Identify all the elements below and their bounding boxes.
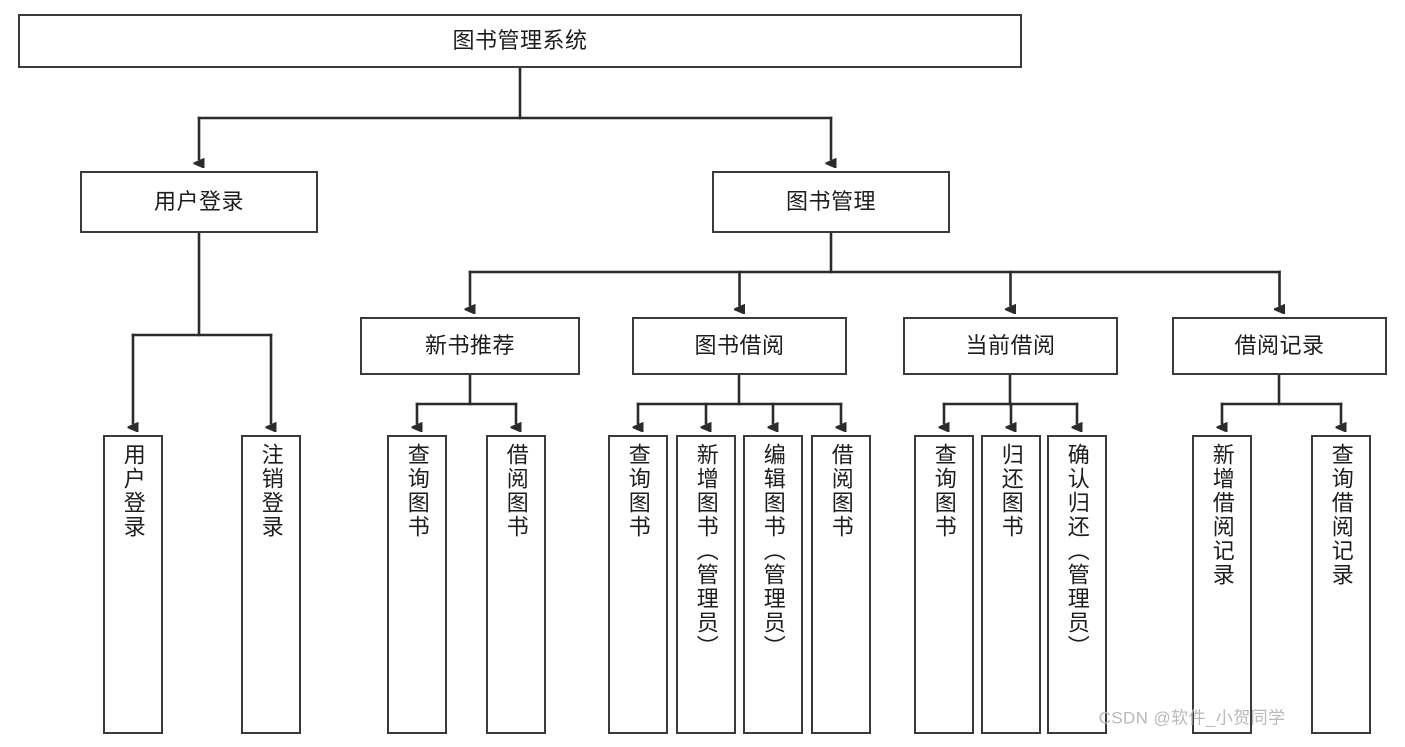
- node-label: 图书管理: [785, 189, 876, 215]
- node-label: 新增图书（管理员）: [693, 443, 719, 659]
- node-label: 新书推荐: [424, 333, 515, 359]
- node-current-borrow[interactable]: 当前借阅: [903, 317, 1118, 375]
- node-user-login[interactable]: 用户登录: [80, 171, 318, 233]
- node-leaf-user-login[interactable]: 用户登录: [103, 435, 163, 734]
- node-label: 用户登录: [120, 443, 146, 539]
- node-book-borrow[interactable]: 图书借阅: [632, 317, 847, 375]
- node-leaf-add-book[interactable]: 新增图书（管理员）: [676, 435, 736, 734]
- node-book-manage[interactable]: 图书管理: [712, 171, 950, 233]
- node-label: 借阅图书: [828, 443, 854, 539]
- node-label: 编辑图书（管理员）: [760, 443, 786, 659]
- node-leaf-query-book-2[interactable]: 查询图书: [608, 435, 668, 734]
- node-leaf-edit-book[interactable]: 编辑图书（管理员）: [743, 435, 803, 734]
- node-label: 确认归还（管理员）: [1064, 443, 1090, 659]
- node-label: 图书管理系统: [452, 28, 588, 54]
- node-leaf-add-record[interactable]: 新增借阅记录: [1192, 435, 1252, 734]
- node-leaf-query-book-1[interactable]: 查询图书: [387, 435, 447, 734]
- node-leaf-borrow-book-1[interactable]: 借阅图书: [486, 435, 546, 734]
- node-leaf-borrow-book-2[interactable]: 借阅图书: [811, 435, 871, 734]
- node-label: 借阅记录: [1234, 333, 1325, 359]
- node-label: 用户登录: [153, 189, 244, 215]
- csdn-watermark: CSDN @软件_小贺同学: [1098, 708, 1286, 728]
- node-label: 查询图书: [404, 443, 430, 539]
- node-label: 借阅图书: [503, 443, 529, 539]
- node-leaf-query-record[interactable]: 查询借阅记录: [1311, 435, 1371, 734]
- node-leaf-query-book-3[interactable]: 查询图书: [914, 435, 974, 734]
- node-leaf-logout[interactable]: 注销登录: [241, 435, 301, 734]
- node-label: 图书借阅: [694, 333, 785, 359]
- node-label: 查询图书: [931, 443, 957, 539]
- node-leaf-return-book[interactable]: 归还图书: [981, 435, 1041, 734]
- node-borrow-record[interactable]: 借阅记录: [1172, 317, 1387, 375]
- node-label: 当前借阅: [965, 333, 1056, 359]
- node-label: 归还图书: [998, 443, 1024, 539]
- node-root[interactable]: 图书管理系统: [18, 14, 1022, 68]
- node-label: 查询图书: [625, 443, 651, 539]
- node-new-book-rec[interactable]: 新书推荐: [360, 317, 580, 375]
- node-leaf-confirm-return[interactable]: 确认归还（管理员）: [1047, 435, 1107, 734]
- node-label: 新增借阅记录: [1209, 443, 1235, 587]
- node-label: 查询借阅记录: [1328, 443, 1354, 587]
- node-label: 注销登录: [258, 443, 284, 539]
